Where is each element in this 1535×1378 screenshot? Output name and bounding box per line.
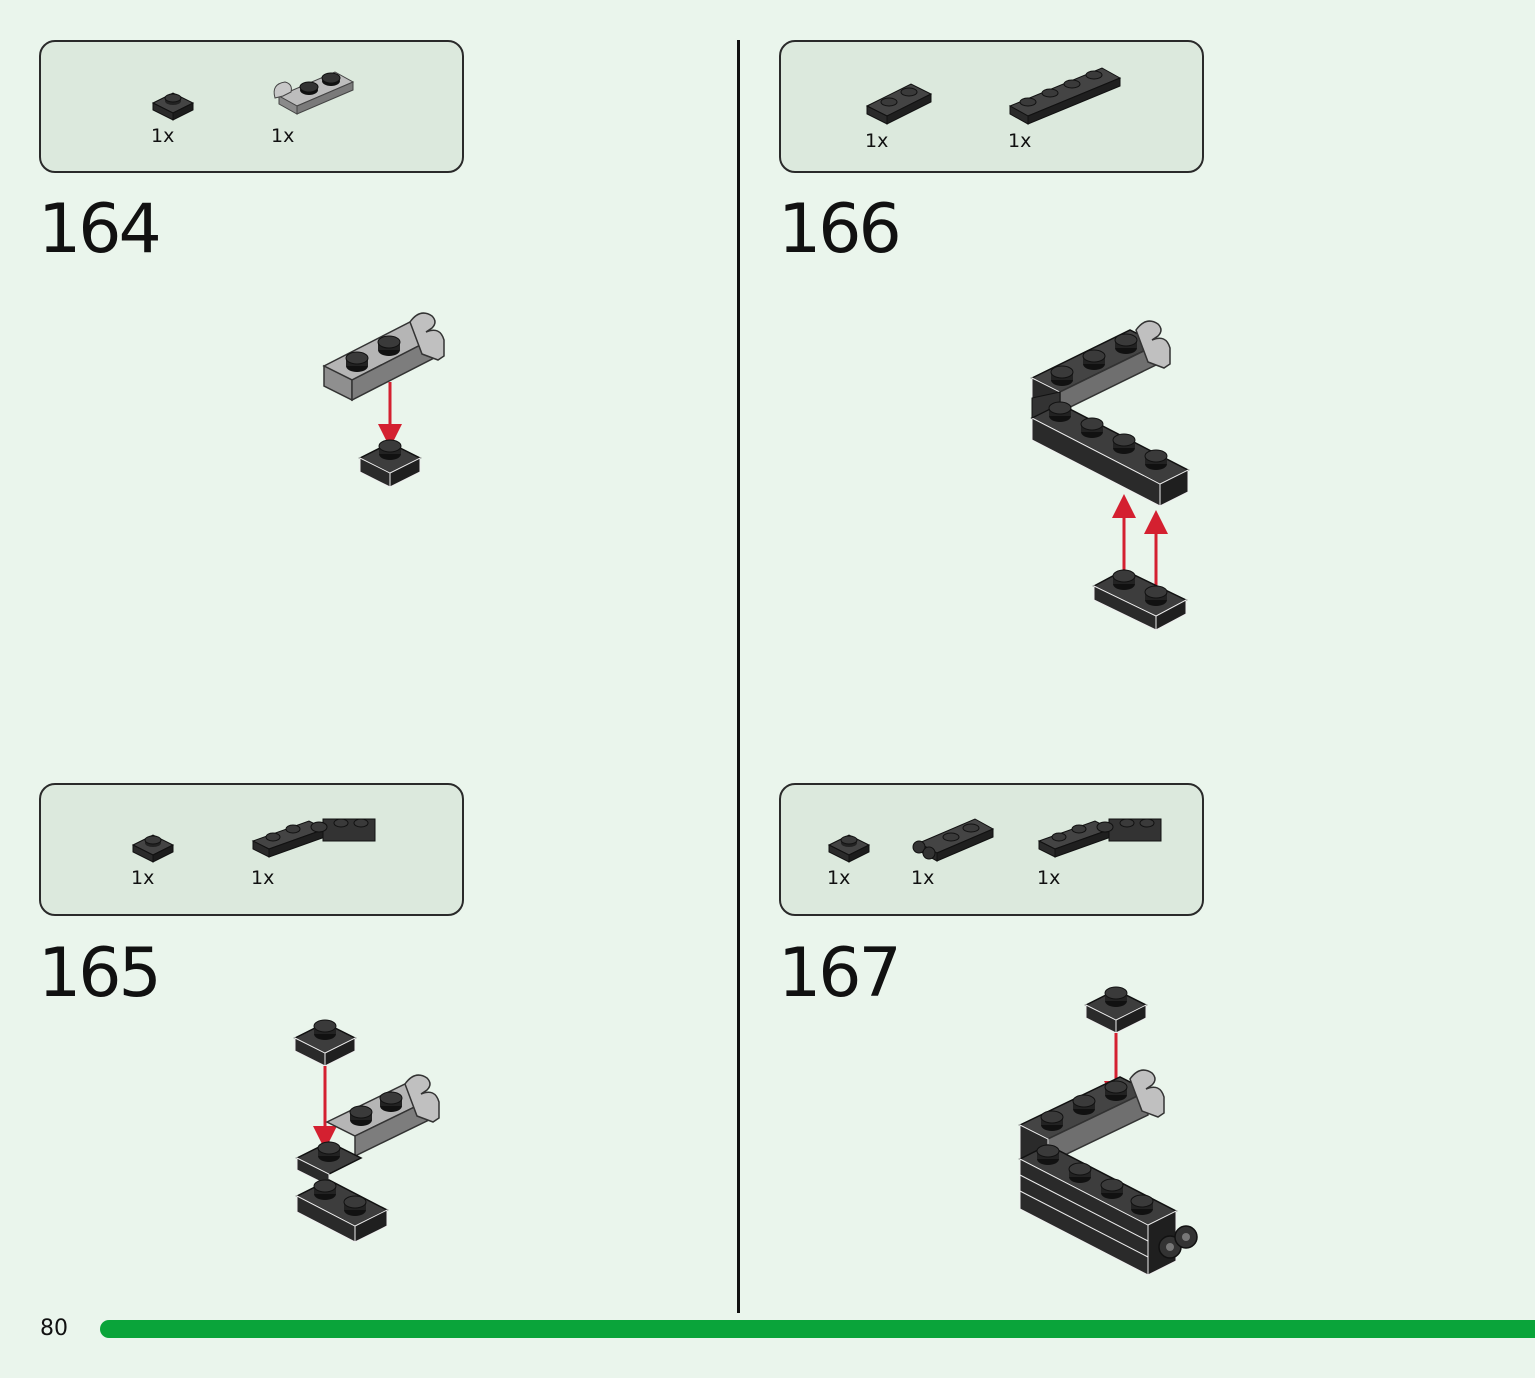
step-167-assembly (1018, 986, 1198, 1276)
part-qty: 1x (827, 867, 851, 889)
part-qty: 1x (1037, 867, 1061, 889)
plate-1x1-icon (131, 834, 175, 863)
parts-box-165: 1x 1x (39, 783, 464, 916)
plate-1x1-icon (151, 92, 195, 121)
step-number: 167 (778, 934, 902, 1013)
parts-box-167: 1x 1x 1x (779, 783, 1204, 916)
plate-modified-icon (1037, 818, 1162, 858)
part-qty: 1x (151, 125, 175, 147)
part-qty: 1x (865, 130, 889, 152)
step-number: 165 (38, 934, 162, 1013)
step-164-assembly (322, 312, 445, 488)
plate-1x1-icon (827, 834, 871, 863)
plate-clip-black-icon (912, 818, 995, 862)
plate-clip-grey-icon (273, 71, 355, 115)
progress-bar (100, 1320, 1535, 1338)
part-qty: 1x (271, 125, 295, 147)
plate-1x4-icon (1008, 67, 1122, 125)
plate-modified-icon (251, 818, 376, 858)
plate-1x2-icon (865, 83, 933, 125)
column-divider (737, 40, 740, 1313)
step-number: 164 (38, 190, 162, 269)
page-number: 80 (40, 1316, 68, 1341)
part-qty: 1x (251, 867, 275, 889)
part-qty: 1x (131, 867, 155, 889)
parts-box-164: 1x 1x (39, 40, 464, 173)
step-165-assembly (293, 1019, 440, 1243)
part-qty: 1x (1008, 130, 1032, 152)
parts-box-166: 1x 1x (779, 40, 1204, 173)
part-qty: 1x (911, 867, 935, 889)
step-number: 166 (778, 190, 902, 269)
step-166-assembly (1030, 320, 1190, 631)
